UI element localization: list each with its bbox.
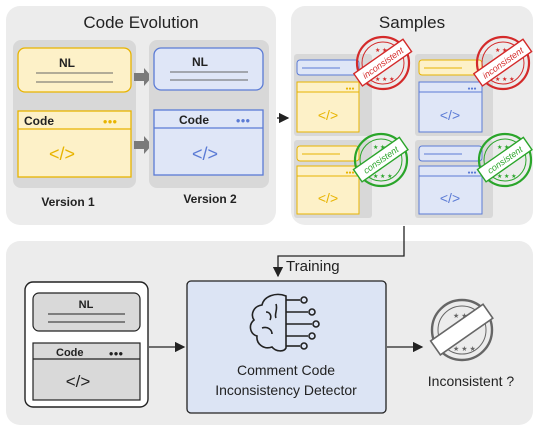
evolve-arrow-code	[134, 136, 152, 154]
v1-nl-card: NL	[17, 47, 132, 93]
svg-text:★ ★ ★: ★ ★ ★	[495, 76, 514, 83]
sample2-code-icon: </>	[440, 107, 460, 123]
code-evolution-title: Code Evolution	[83, 13, 198, 32]
brain-circuit-icon	[249, 293, 320, 352]
input-dots: ●●●	[109, 349, 124, 358]
svg-text:●●●: ●●●	[345, 170, 354, 176]
svg-text:●●●: ●●●	[467, 170, 476, 176]
svg-text:●●●: ●●●	[467, 86, 476, 92]
detector-box: Comment Code Inconsistency Detector	[186, 280, 387, 414]
sample-card-1: ●●● </>	[294, 54, 372, 136]
input-code-icon: </>	[66, 372, 91, 391]
svg-text:★ ★ ★: ★ ★ ★	[453, 312, 476, 320]
v2-dots: ●●●	[236, 116, 251, 125]
svg-text:★ ★ ★: ★ ★ ★	[375, 76, 394, 83]
v1-code-card: Code ●●● </>	[17, 110, 132, 178]
evolve-arrow-nl	[134, 68, 152, 86]
input-document: NL Code ●●● </>	[24, 281, 149, 408]
v1-nl-label: NL	[59, 56, 75, 70]
svg-text:★ ★ ★: ★ ★ ★	[453, 345, 476, 353]
v1-code-icon: </>	[49, 144, 75, 164]
detector-line2: Inconsistency Detector	[215, 382, 357, 398]
v2-code-icon: </>	[192, 144, 218, 164]
detector-line1: Comment Code	[237, 362, 335, 378]
v2-code-card: Code ●●● </>	[153, 109, 264, 176]
svg-text:★ ★ ★: ★ ★ ★	[373, 144, 392, 151]
svg-text:★ ★ ★: ★ ★ ★	[495, 47, 514, 54]
training-label: Training	[286, 258, 340, 275]
code-evolution-panel: Code Evolution NL Code ●●● </> Version 1…	[6, 6, 276, 225]
v1-caption: Version 1	[41, 195, 95, 209]
stamp-inconsistent-2: ★ ★ ★ ★ ★ ★ inconsistent	[472, 35, 533, 91]
svg-text:★ ★ ★: ★ ★ ★	[497, 144, 516, 151]
v1-code-label: Code	[24, 114, 54, 128]
svg-text:★ ★ ★: ★ ★ ★	[375, 47, 394, 54]
input-code-label: Code	[56, 347, 84, 359]
sample3-code-icon: </>	[318, 190, 338, 206]
v2-caption: Version 2	[183, 192, 237, 206]
svg-text:●●●: ●●●	[345, 86, 354, 92]
sample-card-2: ●●● </>	[415, 54, 493, 136]
sample-card-3: ●●● </>	[294, 140, 372, 218]
svg-text:★ ★ ★: ★ ★ ★	[497, 173, 516, 180]
v2-code-label: Code	[179, 113, 209, 127]
sample-card-4: ●●● </>	[415, 140, 493, 218]
v1-dots: ●●●	[103, 117, 118, 126]
sample1-code-icon: </>	[318, 107, 338, 123]
training-arrow	[272, 226, 405, 278]
svg-text:★ ★ ★: ★ ★ ★	[373, 173, 392, 180]
input-nl-label: NL	[79, 299, 94, 311]
v2-nl-label: NL	[192, 55, 208, 69]
samples-panel: Samples ●●● </> ●●● </>	[291, 6, 533, 225]
output-stamp-icon: ★ ★ ★ ★ ★ ★	[429, 298, 494, 362]
samples-title: Samples	[379, 13, 445, 32]
sample4-code-icon: </>	[440, 190, 460, 206]
v2-nl-card: NL	[153, 47, 264, 91]
output-label: Inconsistent ?	[428, 373, 515, 389]
